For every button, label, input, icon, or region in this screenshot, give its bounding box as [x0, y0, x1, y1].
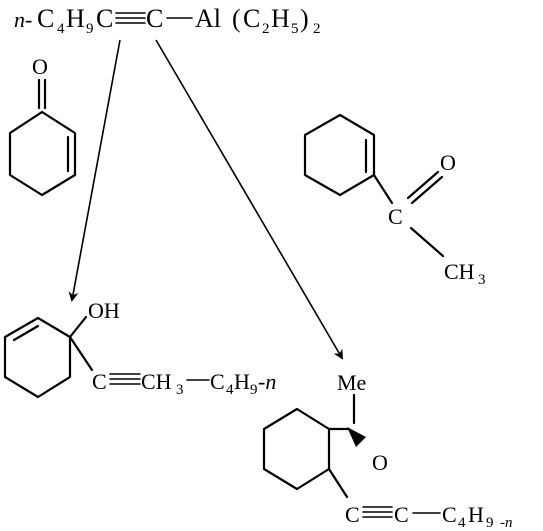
- product1-methylene-sub: 3: [176, 382, 184, 398]
- cyclohexenone-structure: O: [8, 54, 77, 197]
- ring-to-carbonyl-bond: [372, 173, 394, 205]
- carbonyl-bond: [406, 170, 440, 200]
- product2-alkyne-carbon-1: C: [345, 502, 360, 527]
- product1-ring: [3, 316, 72, 399]
- product1-suffix: -n: [258, 369, 276, 394]
- product1-butyl-hydrogen-sub: 9: [250, 382, 258, 398]
- product2-methyl: Me: [337, 370, 366, 395]
- ring-double-bond: [12, 324, 40, 342]
- product2-butyl-carbon: C: [442, 502, 457, 527]
- acetylcyclohexene-structure: C O CH 3: [303, 113, 486, 288]
- arrow-to-1-2-adduct: [68, 39, 121, 302]
- product-1-2-addition: OH C CH 3 C 4 H 9 -n: [3, 298, 276, 399]
- reagent-butyl-hydrogen-sub: 9: [86, 21, 94, 37]
- reagent-butyl-carbon-sub: 4: [57, 21, 65, 37]
- product2-butyl-hydrogen: H: [468, 502, 484, 527]
- product2-butyl-carbon-sub: 4: [458, 515, 466, 531]
- reagent-butyl-carbon: C: [37, 4, 54, 33]
- carbinol-to-oh-bond: [68, 315, 88, 339]
- carbinol-to-alkyne-bond: [68, 335, 94, 372]
- cyclohexenone-oxygen: O: [32, 54, 48, 79]
- product1-methylene: CH: [141, 369, 172, 394]
- product1-butyl-hydrogen: H: [234, 369, 250, 394]
- reagent-alkyne-carbon-2: C: [146, 4, 163, 33]
- acetyl-methyl-sub: 3: [478, 272, 486, 288]
- product1-butyl-carbon-sub: 4: [226, 382, 234, 398]
- reagent-paren-close: ): [300, 4, 309, 33]
- reagent-paren-open: (: [232, 4, 241, 33]
- carbonyl-wedge: [347, 427, 366, 447]
- acetyl-carbon: C: [388, 204, 403, 229]
- carbonyl-to-methyl-bond: [409, 226, 445, 258]
- product1-alkyne-carbon: C: [92, 369, 107, 394]
- reagent-formula: n- C 4 H 9 C C Al ( C 2 H 5 ) 2: [14, 4, 321, 37]
- reagent-ethyl-carbon-sub: 2: [262, 21, 270, 37]
- reagent-count: 2: [313, 21, 321, 37]
- product2-oxygen: O: [372, 450, 388, 475]
- reagent-prefix: n-: [14, 7, 32, 32]
- acetyl-methyl: CH: [444, 259, 475, 284]
- cyclohexenone-ring: [8, 110, 77, 197]
- reagent-butyl-hydrogen: H: [66, 4, 85, 33]
- product-1-4-addition: Me O C C C 4 H 9 -n: [262, 370, 513, 531]
- reagent-alkyne-carbon-1: C: [96, 4, 113, 33]
- product2-butyl-hydrogen-sub: 9: [486, 515, 494, 531]
- product1-butyl-carbon: C: [210, 369, 225, 394]
- acetyl-oxygen: O: [440, 150, 456, 175]
- reagent-ethyl-carbon: C: [243, 4, 260, 33]
- reagent-aluminum: Al: [195, 4, 221, 33]
- ring-to-alkyne-bond: [327, 467, 349, 499]
- product2-alkyne-carbon-2: C: [394, 502, 409, 527]
- acetylcyclohexene-ring: [303, 113, 376, 197]
- reagent-ethyl-hydrogen: H: [271, 4, 290, 33]
- product2-suffix: -n: [500, 515, 513, 531]
- product2-ring: [262, 407, 331, 491]
- reagent-ethyl-hydrogen-sub: 5: [291, 21, 299, 37]
- arrow-to-1-4-adduct: [155, 39, 344, 360]
- carbonyl-bond: [410, 175, 444, 205]
- product1-hydroxyl: OH: [88, 298, 120, 323]
